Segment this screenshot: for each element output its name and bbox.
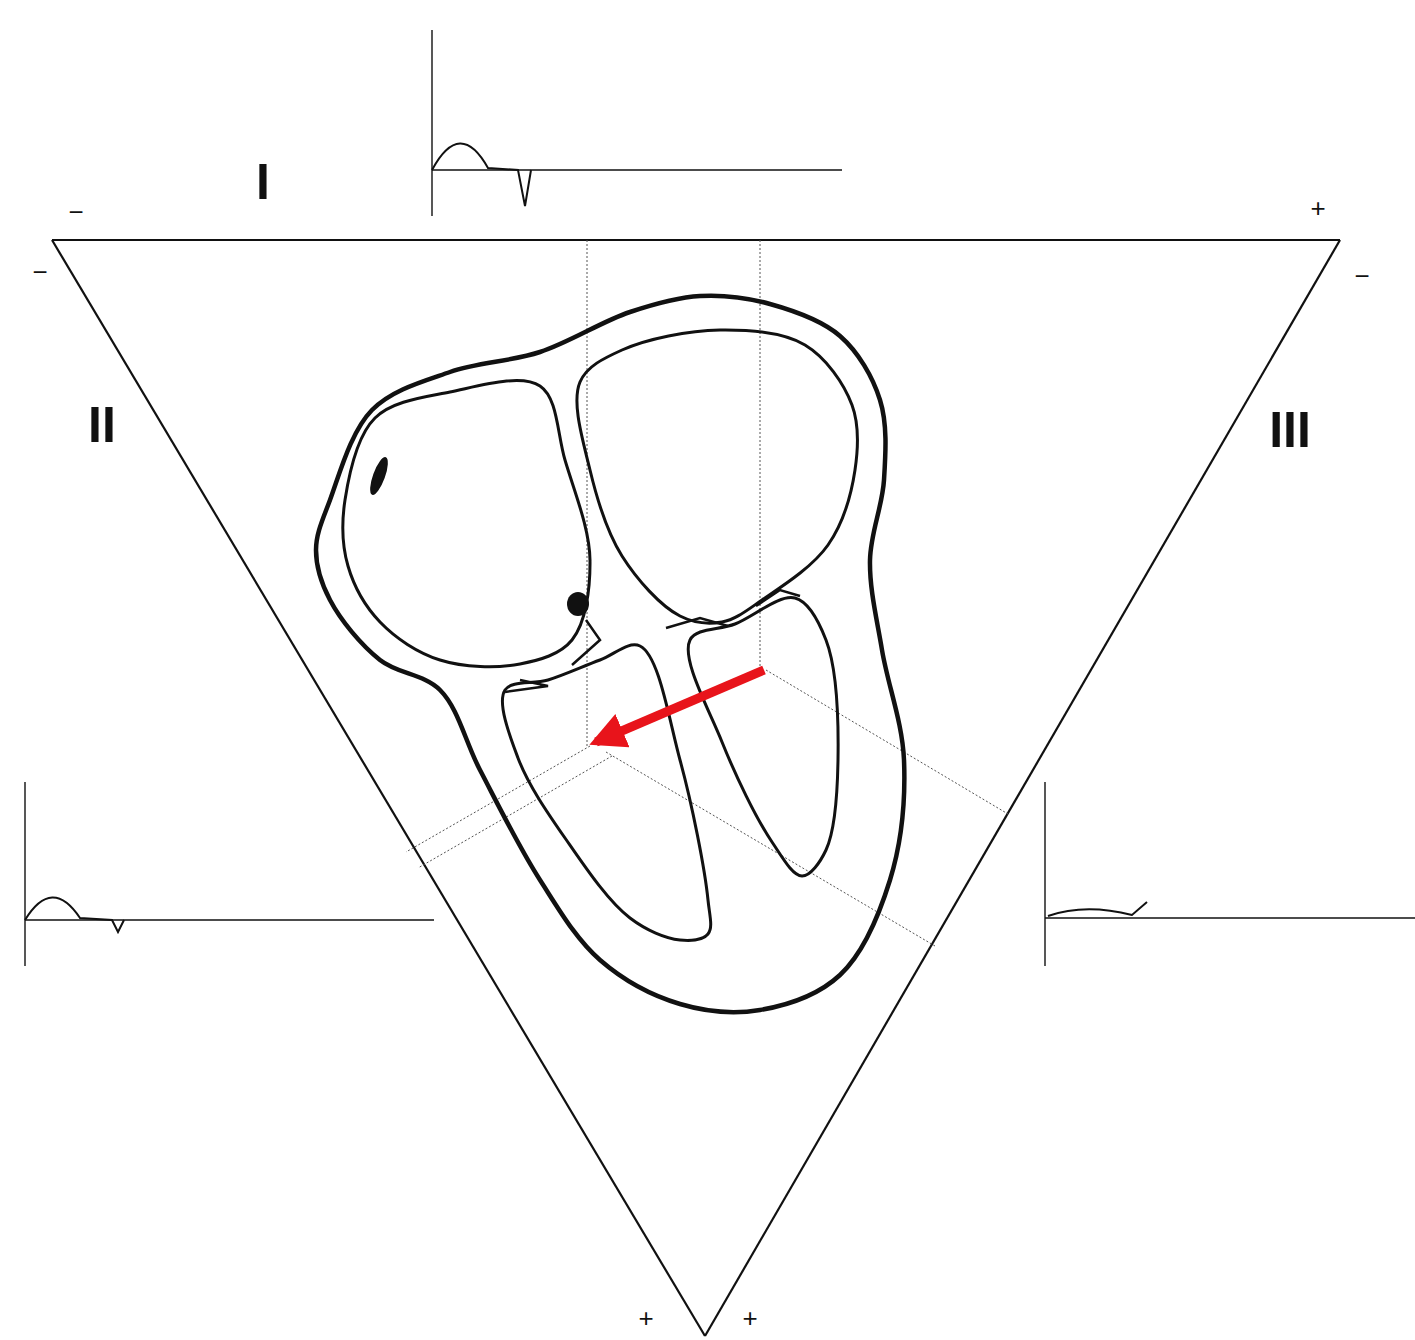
valve-leaflet bbox=[505, 680, 548, 692]
polarity-sign: − bbox=[1354, 263, 1369, 289]
lead-axis bbox=[52, 239, 1340, 241]
ecg-axis bbox=[24, 782, 25, 966]
lead-name: III bbox=[1269, 405, 1311, 455]
projection-line bbox=[418, 756, 612, 868]
heart-outline bbox=[316, 296, 904, 1012]
vector-arrow bbox=[596, 670, 764, 742]
right-atrium bbox=[343, 381, 590, 667]
projection-line bbox=[766, 670, 1008, 814]
valve-leaflet bbox=[756, 590, 800, 606]
ecg-baseline bbox=[432, 169, 842, 170]
valve-leaflet bbox=[572, 620, 600, 665]
ecg-trace bbox=[1048, 902, 1147, 916]
polarity-sign: + bbox=[742, 1305, 757, 1331]
ecg-axis bbox=[1044, 782, 1045, 966]
left-ventricle bbox=[688, 597, 838, 876]
projection-line bbox=[606, 752, 935, 946]
lead-name: I bbox=[256, 157, 270, 207]
ecg-baseline bbox=[25, 919, 434, 920]
sa-node bbox=[367, 455, 392, 497]
ecg-trace bbox=[432, 143, 531, 206]
projection-line bbox=[587, 240, 588, 746]
polarity-sign: − bbox=[32, 259, 47, 285]
ecg-baseline bbox=[1045, 917, 1415, 918]
left-atrium bbox=[577, 330, 858, 623]
valve-leaflet bbox=[666, 618, 728, 628]
ecg-trace bbox=[25, 897, 124, 932]
right-ventricle bbox=[502, 645, 710, 941]
lead-name: II bbox=[88, 400, 116, 450]
av-node bbox=[567, 592, 589, 616]
polarity-sign: + bbox=[1310, 195, 1325, 221]
polarity-sign: + bbox=[638, 1305, 653, 1331]
ecg-axis bbox=[431, 30, 432, 216]
polarity-sign: − bbox=[68, 199, 83, 225]
lead-axis bbox=[705, 240, 1340, 1336]
